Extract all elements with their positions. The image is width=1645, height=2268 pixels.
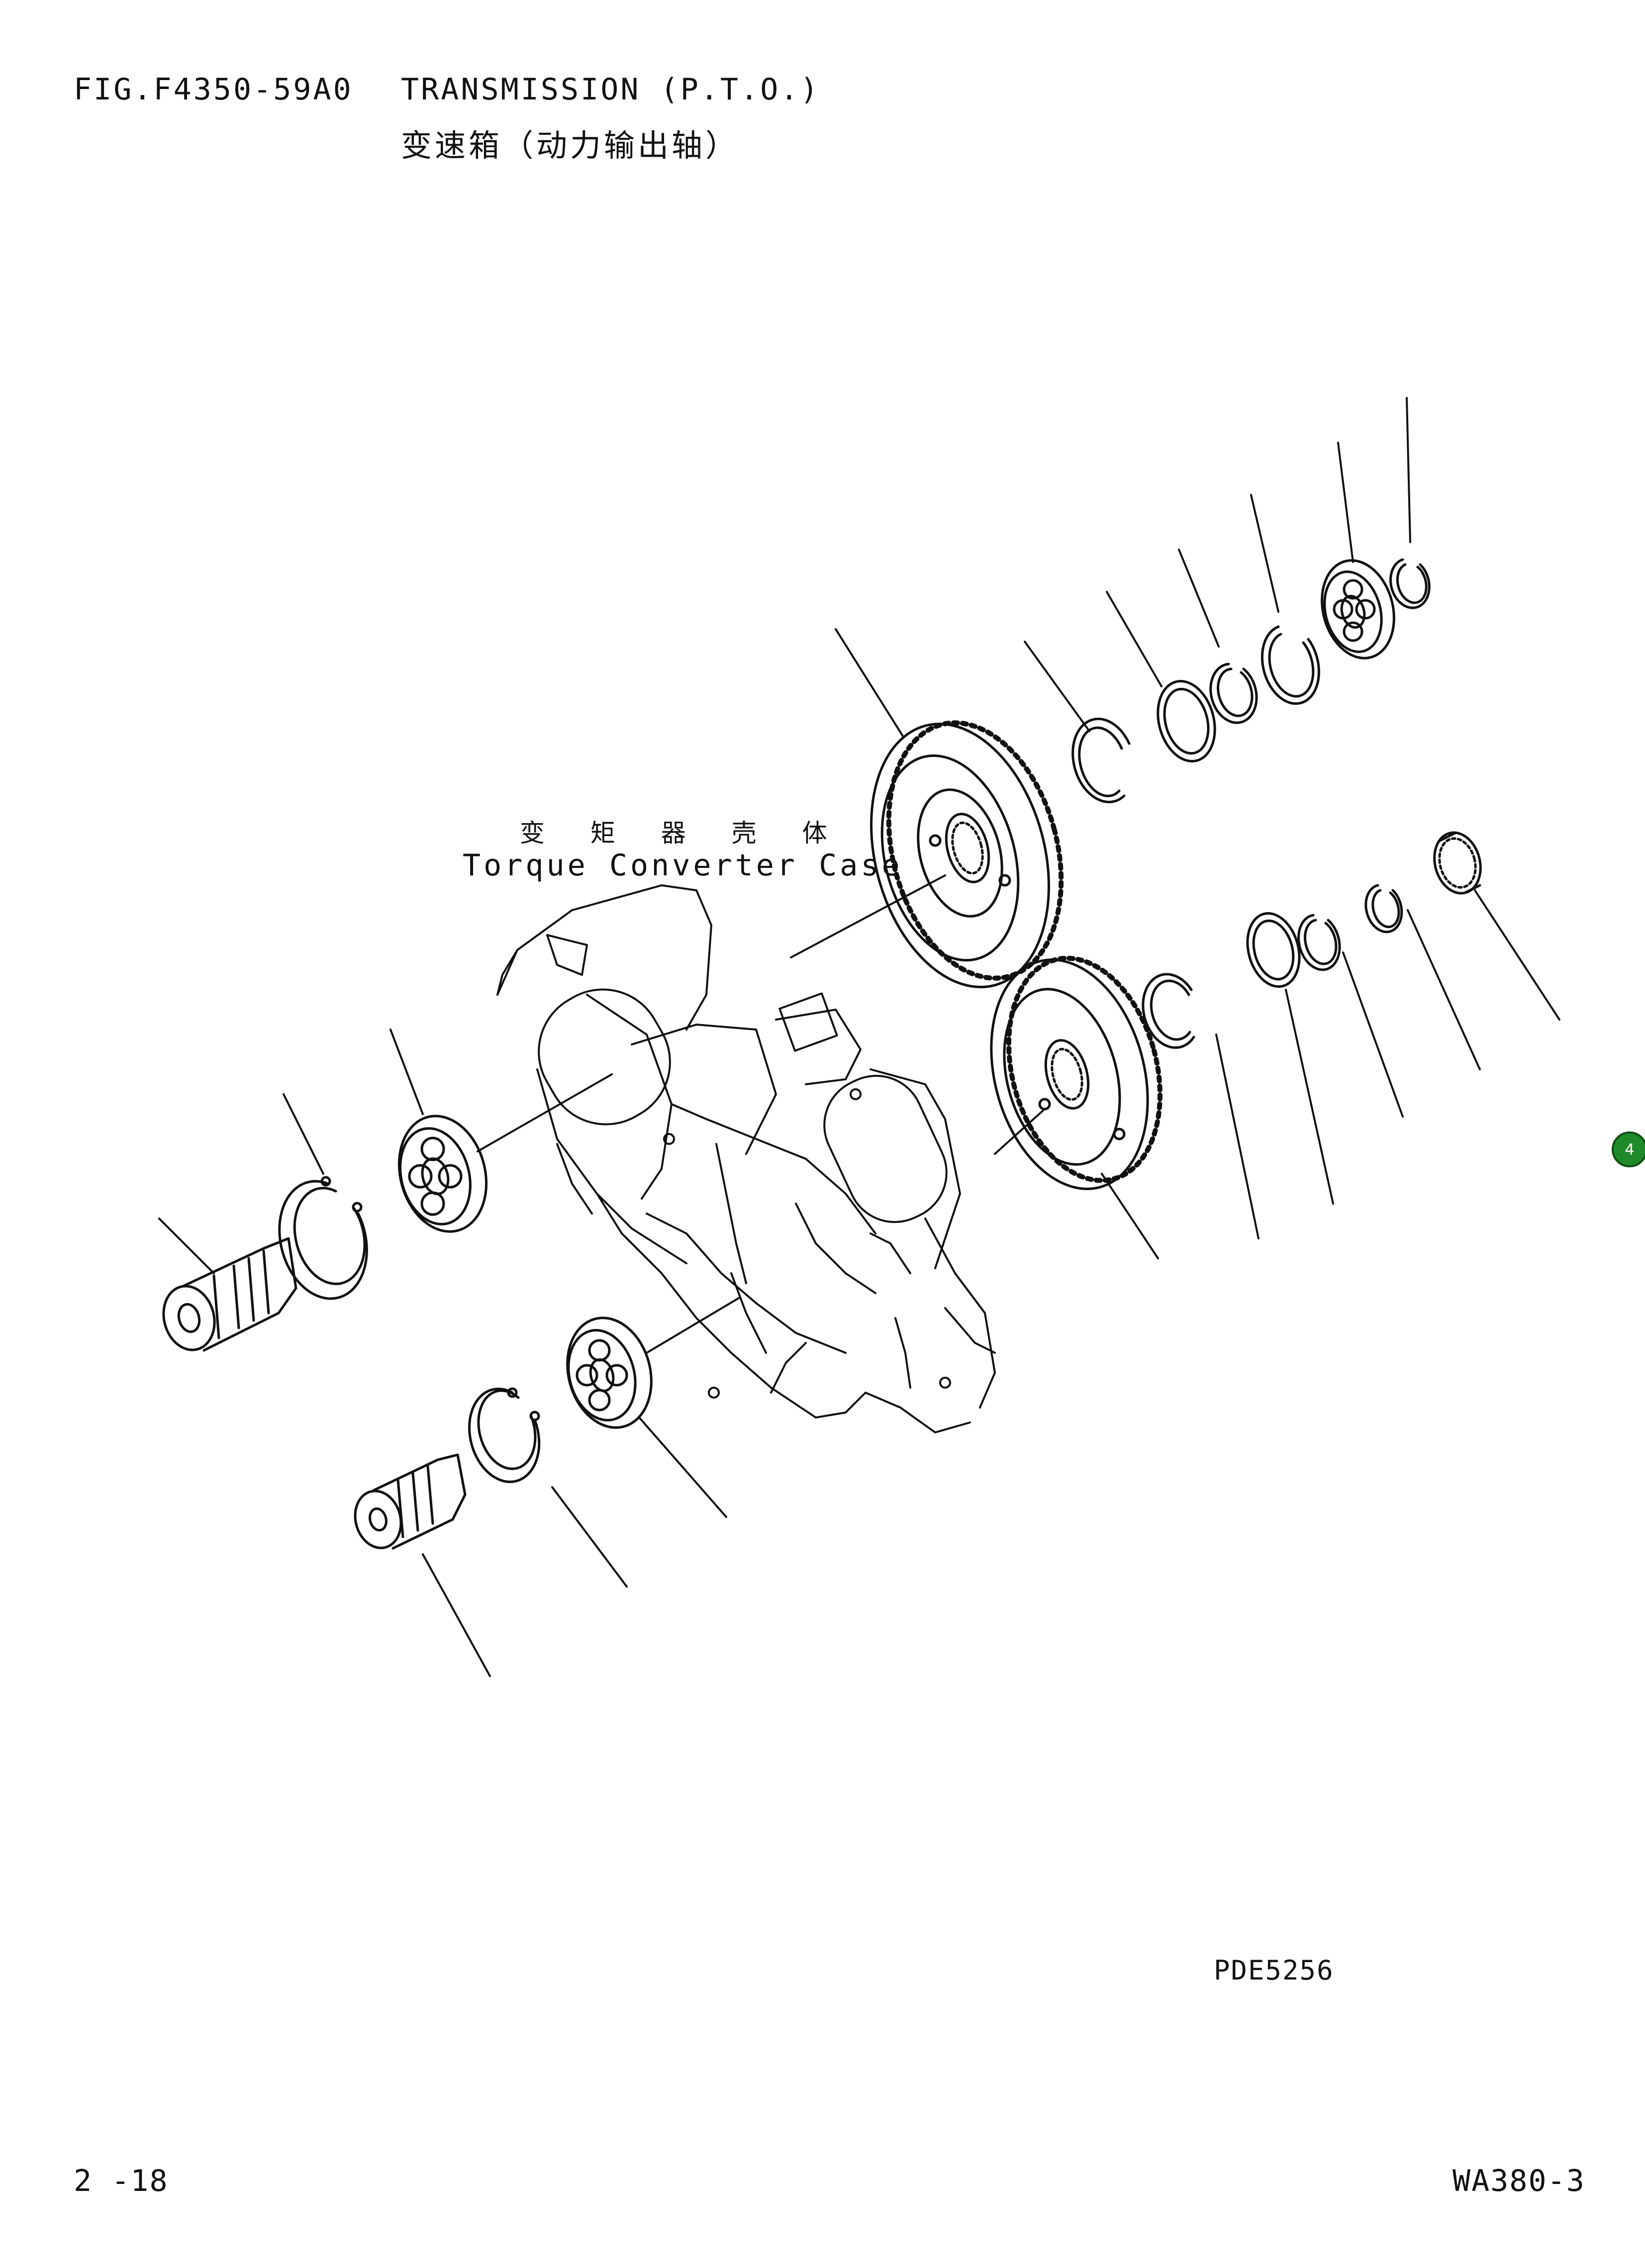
page-badge[interactable]: 4 xyxy=(1612,1132,1645,1167)
lower-snap-ring-1 xyxy=(1142,973,1195,1049)
upper-left-snap-ring xyxy=(278,1176,368,1300)
upper-snap-ring-3 xyxy=(1260,625,1320,705)
lower-spacer-ring xyxy=(1246,912,1301,988)
model-code: WA380-3 xyxy=(1452,2164,1585,2198)
upper-spacer-ring xyxy=(1157,680,1216,762)
lower-gear xyxy=(990,955,1162,1190)
image-code: PDE5256 xyxy=(1214,1955,1334,1986)
upper-gear xyxy=(870,720,1064,988)
lower-left-shaft xyxy=(354,1453,467,1550)
upper-left-bearing xyxy=(397,1115,488,1233)
figure-code: FIG.F4350-59A0 xyxy=(74,72,353,107)
page-title-english: TRANSMISSION (P.T.O.) xyxy=(401,72,820,107)
torque-converter-case xyxy=(496,884,996,1433)
lower-snap-ring-2 xyxy=(1297,914,1341,971)
upper-left-shaft xyxy=(162,1237,297,1352)
upper-snap-ring-2 xyxy=(1209,662,1258,724)
upper-ball-bearing xyxy=(1321,559,1395,660)
page-title-chinese: 变速箱（动力输出轴） xyxy=(401,127,740,164)
page-number: 2 -18 xyxy=(74,2164,169,2198)
housing-label-chinese: 变 矩 器 壳 体 xyxy=(520,819,846,848)
lower-left-snap-ring xyxy=(468,1387,541,1483)
upper-snap-ring-1 xyxy=(1071,717,1131,804)
lower-left-bearing xyxy=(566,1317,653,1429)
leader-lines xyxy=(158,397,1560,1677)
needle-bearing xyxy=(1433,831,1482,895)
lower-snap-ring-3 xyxy=(1364,884,1403,934)
housing-label-english: Torque Converter Case xyxy=(463,848,903,883)
upper-snap-ring-4 xyxy=(1389,558,1431,609)
